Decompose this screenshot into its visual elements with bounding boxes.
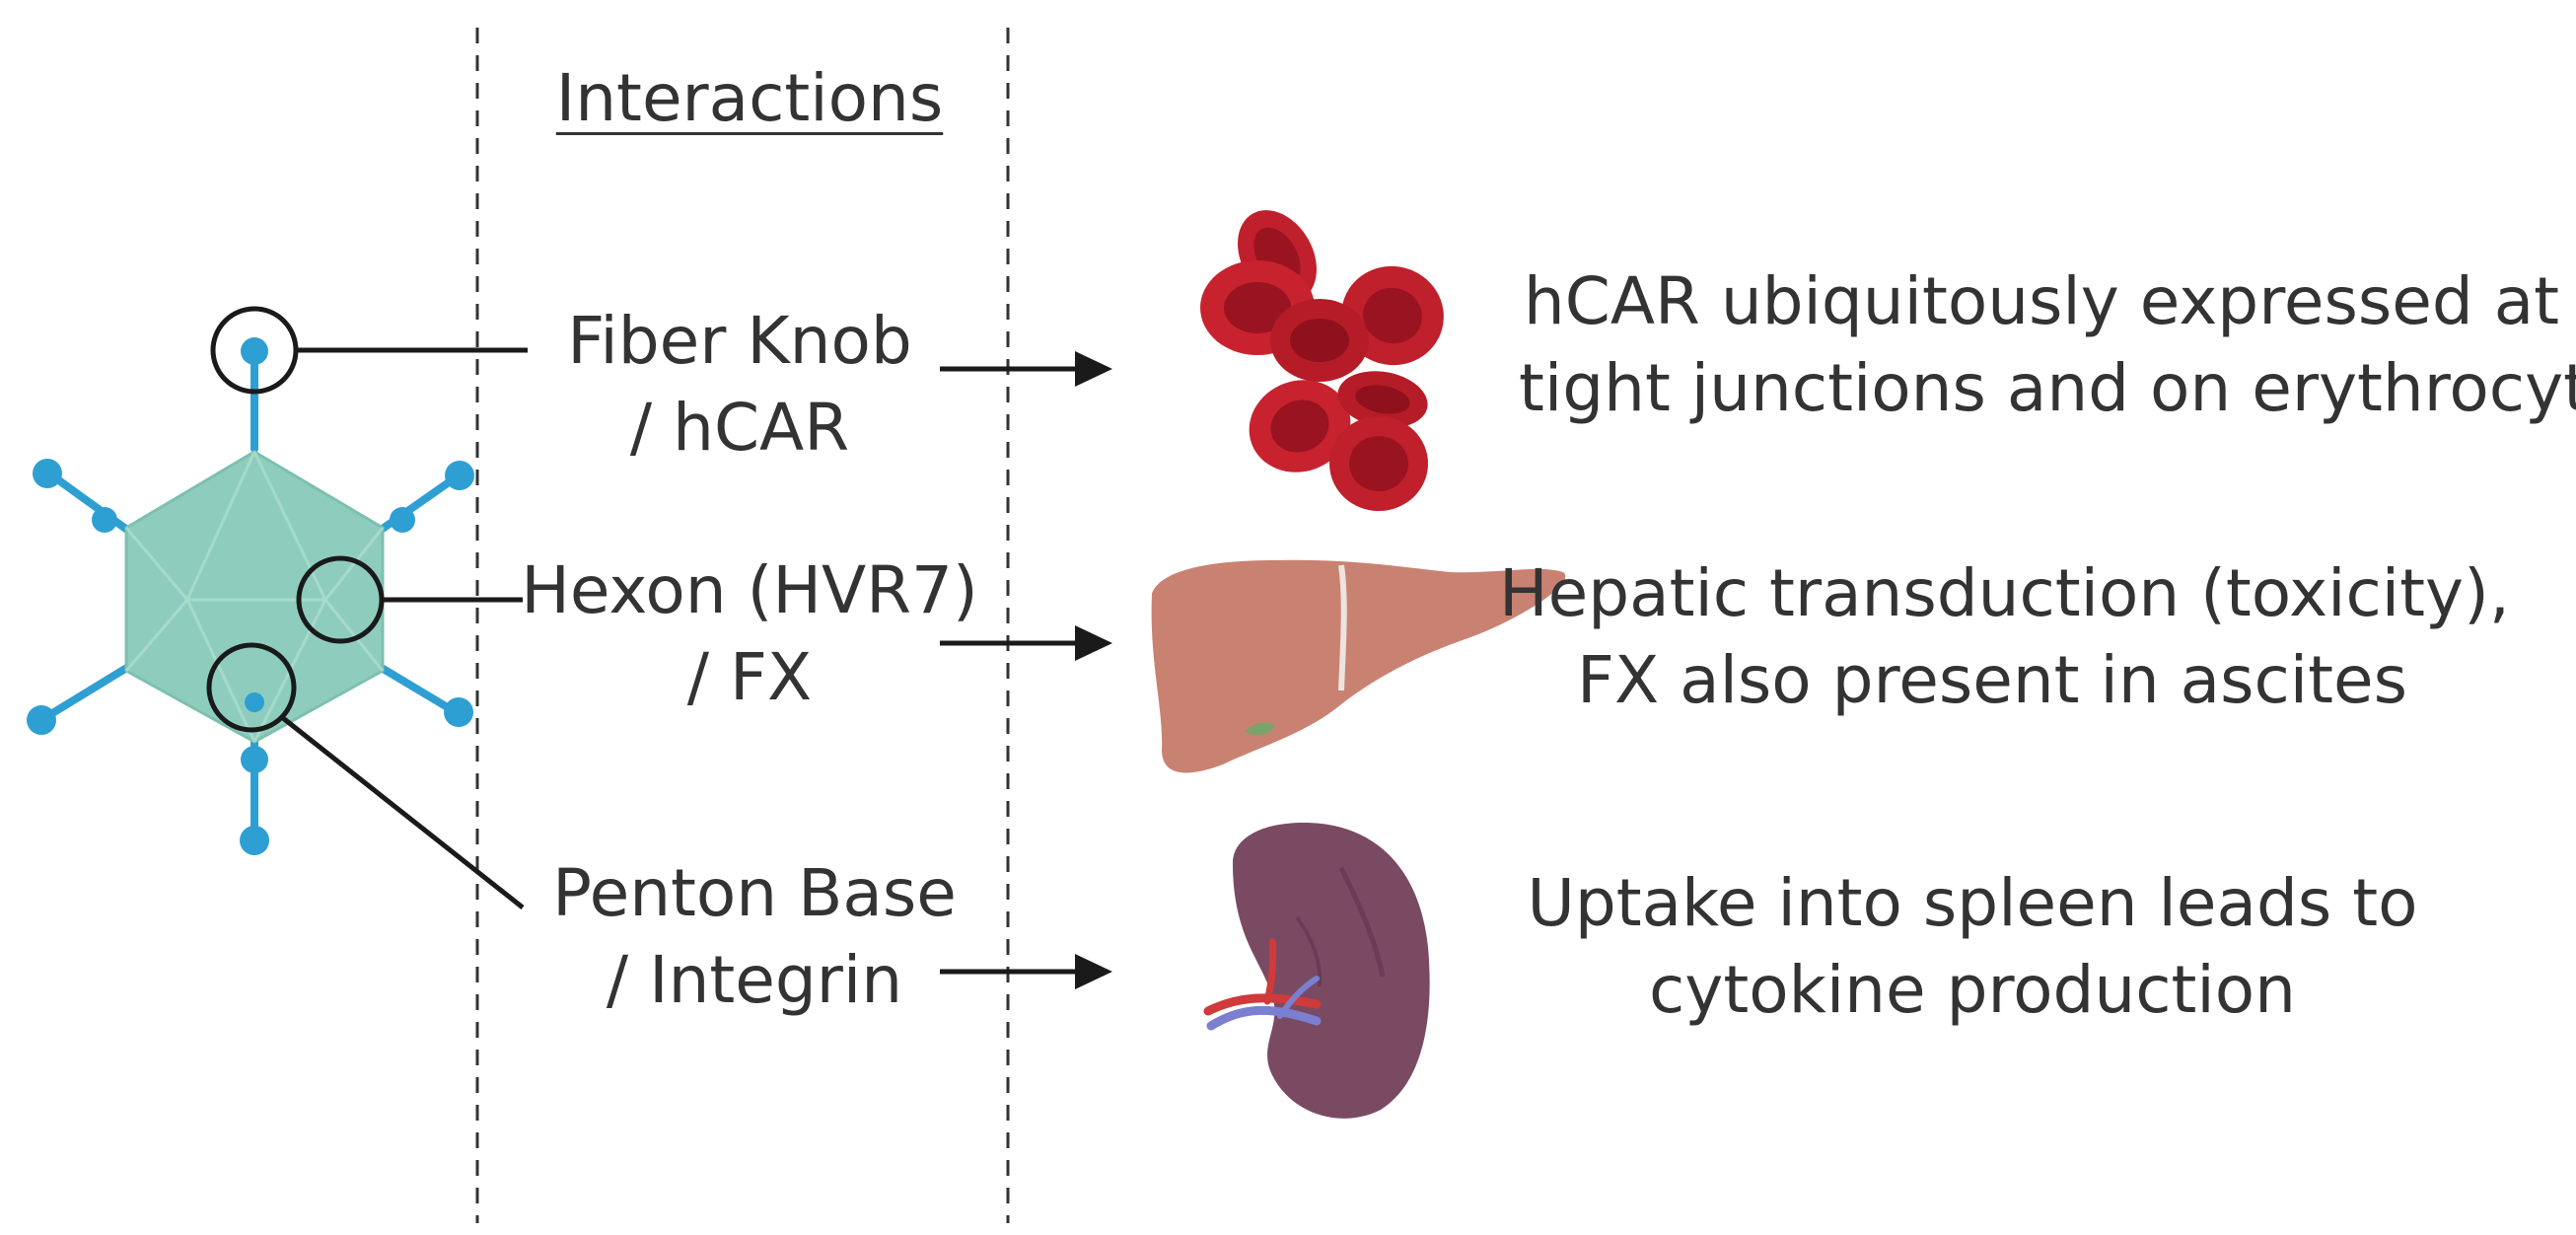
- spleen-icon: [1203, 823, 1430, 1119]
- penton-base-highlight: [206, 642, 297, 733]
- interaction-label-line: / hCAR: [629, 390, 850, 466]
- interaction-label-line: Hexon (HVR7): [521, 552, 978, 628]
- effect-text-line: tight junctions and on erythrocytes: [1519, 350, 2576, 426]
- effect-text-spleen: Uptake into spleen leads to cytokine pro…: [1479, 860, 2466, 1034]
- effect-text-line: Hepatic transduction (toxicity),: [1499, 555, 2510, 631]
- interaction-label-line: Fiber Knob: [567, 303, 912, 379]
- interaction-label-penton-base: Penton Base / Integrin: [513, 850, 996, 1024]
- effect-text-line: FX also present in ascites: [1576, 642, 2407, 718]
- interaction-label-hexon: Hexon (HVR7) / FX: [513, 547, 986, 721]
- adenovirus-capsid-icon: [27, 337, 474, 855]
- interaction-label-line: / Integrin: [606, 942, 903, 1018]
- effect-text-hcar: hCAR ubiquitously expressed at tight jun…: [1519, 258, 2576, 432]
- arrow-right-icon: [940, 625, 1112, 661]
- arrow-right-icon: [940, 954, 1112, 989]
- effect-text-line: hCAR ubiquitously expressed at: [1523, 263, 2560, 339]
- red-blood-cells-icon: [1200, 210, 1444, 511]
- effect-text-line: Uptake into spleen leads to: [1527, 865, 2418, 941]
- interaction-label-line: / FX: [686, 639, 813, 715]
- penton-base-leader: [281, 716, 525, 909]
- interaction-label-fiber-knob: Fiber Knob / hCAR: [513, 298, 966, 472]
- liver-icon: [1151, 559, 1566, 773]
- interaction-label-line: Penton Base: [552, 855, 957, 931]
- arrow-right-icon: [940, 351, 1112, 387]
- effect-text-hepatic: Hepatic transduction (toxicity), FX also…: [1499, 550, 2510, 724]
- interactions-heading: Interactions: [555, 60, 944, 136]
- effect-text-line: cytokine production: [1649, 952, 2296, 1028]
